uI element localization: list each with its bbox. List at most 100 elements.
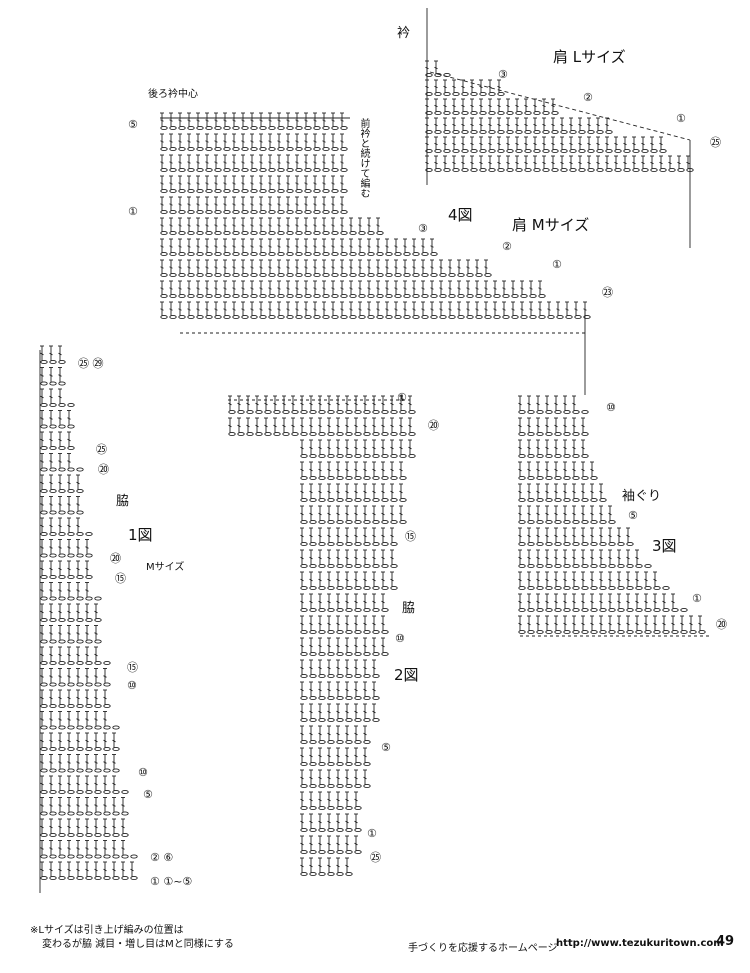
fig2-stitch-bar bbox=[318, 600, 322, 604]
fig4-m-stitch-bar bbox=[160, 266, 164, 269]
fig4-m-chain bbox=[259, 314, 267, 320]
fig4-m-stitch-bar bbox=[430, 245, 434, 248]
fig1-stitch-bar bbox=[40, 589, 44, 592]
fig2-chain bbox=[300, 871, 308, 877]
fig3-chain bbox=[608, 519, 616, 525]
row-marker: ⑤ bbox=[381, 741, 391, 754]
fig1-chain bbox=[67, 875, 75, 881]
fig2-chain bbox=[309, 849, 317, 855]
fig3-chain bbox=[527, 453, 535, 459]
fig2-stitch-bar bbox=[372, 534, 376, 538]
fig3-chain bbox=[599, 607, 607, 613]
fig4-m-stitch-bar bbox=[178, 245, 182, 248]
fig2-chain bbox=[345, 827, 353, 833]
fig4-m-stitch-bar bbox=[178, 287, 182, 290]
fig4-l-stitch-bar bbox=[677, 161, 681, 165]
back-collar-center-label: 後ろ衿中心 bbox=[148, 89, 198, 100]
fig3-chain bbox=[554, 453, 562, 459]
fig3-stitch-bar bbox=[527, 490, 531, 494]
fig2-chain bbox=[300, 629, 308, 635]
fig1-chain bbox=[58, 359, 66, 365]
fig2-chain bbox=[309, 497, 317, 503]
fig4-m-stitch-bar bbox=[340, 119, 344, 122]
fig4-m-chain bbox=[196, 167, 204, 173]
fig2-stitch-bar bbox=[336, 776, 340, 780]
fig3-chain bbox=[527, 629, 535, 635]
fig4-m-stitch-bar bbox=[268, 182, 272, 185]
fig3-stitch-bar bbox=[608, 600, 612, 604]
fig3-stitch-bar bbox=[590, 490, 594, 494]
fig2-chain bbox=[390, 497, 398, 503]
fig2-chain bbox=[327, 563, 335, 569]
fig2-chain bbox=[309, 739, 317, 745]
fig4-m-stitch-bar bbox=[241, 266, 245, 269]
fig4-m-stitch-bar bbox=[313, 245, 317, 248]
fig2-stitch-bar bbox=[381, 534, 385, 538]
fig4-l-chain bbox=[650, 167, 658, 173]
fig4-m-chain bbox=[349, 314, 357, 320]
fig1-stitch-bar bbox=[40, 481, 44, 485]
fig4-m-chain bbox=[205, 251, 213, 257]
fig1-chain bbox=[49, 467, 57, 472]
fig4-m-stitch-bar bbox=[259, 161, 263, 164]
fig2-stitch-bar bbox=[363, 644, 367, 648]
fig4-l-stitch-bar bbox=[488, 142, 492, 146]
fig3-stitch-bar bbox=[527, 512, 531, 516]
fig1-chain bbox=[40, 746, 48, 752]
fig4-l-chain bbox=[605, 167, 613, 173]
fig3-stitch-bar bbox=[572, 578, 576, 582]
fig2-chain bbox=[345, 431, 353, 437]
fig3-chain bbox=[563, 453, 571, 459]
fig3-stitch-bar bbox=[626, 622, 630, 626]
fig4-m-stitch-bar bbox=[259, 119, 263, 122]
fig3-chain bbox=[608, 585, 616, 591]
fig4-m-chain bbox=[376, 293, 384, 299]
fig4-m-chain bbox=[430, 251, 438, 257]
fig1-chain bbox=[130, 875, 138, 881]
fig4-m-stitch-bar bbox=[475, 287, 479, 290]
fig1-chain bbox=[67, 596, 75, 601]
fig1-chain bbox=[49, 703, 57, 709]
fig4-l-chain bbox=[524, 129, 532, 135]
fig2-stitch-bar bbox=[327, 534, 331, 538]
fig4-m-stitch-bar bbox=[349, 245, 353, 248]
fig1-chain bbox=[40, 682, 48, 687]
fig4-m-chain bbox=[295, 293, 303, 299]
fig2-chain bbox=[345, 783, 353, 789]
fig4-m-chain bbox=[178, 314, 186, 320]
fig1-chain bbox=[121, 832, 129, 838]
fig4-m-chain bbox=[511, 293, 519, 299]
fig4-m-chain bbox=[394, 293, 402, 299]
fig4-m-stitch-bar bbox=[187, 308, 191, 311]
fig2-stitch-bar bbox=[345, 666, 349, 670]
fig4-l-chain bbox=[560, 148, 568, 154]
fig1-stitch-bar bbox=[112, 761, 116, 764]
fig2-chain bbox=[336, 805, 344, 811]
fig2-stitch-bar bbox=[309, 468, 313, 472]
fig2-chain bbox=[399, 431, 407, 437]
fig2-chain bbox=[336, 475, 344, 481]
fig4-m-stitch-bar bbox=[214, 224, 218, 227]
fig2-stitch-bar bbox=[345, 798, 349, 802]
fig4-m-chain bbox=[295, 251, 303, 257]
fig1-stitch-bar bbox=[94, 632, 98, 635]
fig2-chain bbox=[336, 717, 344, 723]
fig1-chain bbox=[76, 510, 84, 515]
fig2-chain bbox=[291, 409, 299, 415]
fig3-chain bbox=[554, 629, 562, 635]
fig3-chain bbox=[599, 497, 607, 503]
fig4-m-chain bbox=[160, 251, 168, 257]
fig1-stitch-bar bbox=[85, 589, 89, 592]
fig2-stitch-bar bbox=[309, 402, 313, 406]
fig3-chain bbox=[590, 519, 598, 525]
fig4-m-chain bbox=[331, 209, 339, 215]
fig3-stitch-bar bbox=[599, 622, 603, 626]
fig4-m-stitch-bar bbox=[394, 245, 398, 248]
fig4-l-chain bbox=[452, 129, 460, 135]
fig4-l-stitch-bar bbox=[542, 161, 546, 165]
fig2-stitch-bar bbox=[300, 578, 304, 582]
fig2-stitch-bar bbox=[372, 622, 376, 626]
fig4-m-chain bbox=[223, 251, 231, 257]
fig4-m-stitch-bar bbox=[205, 203, 209, 206]
fig4-m-stitch-bar bbox=[295, 119, 299, 122]
